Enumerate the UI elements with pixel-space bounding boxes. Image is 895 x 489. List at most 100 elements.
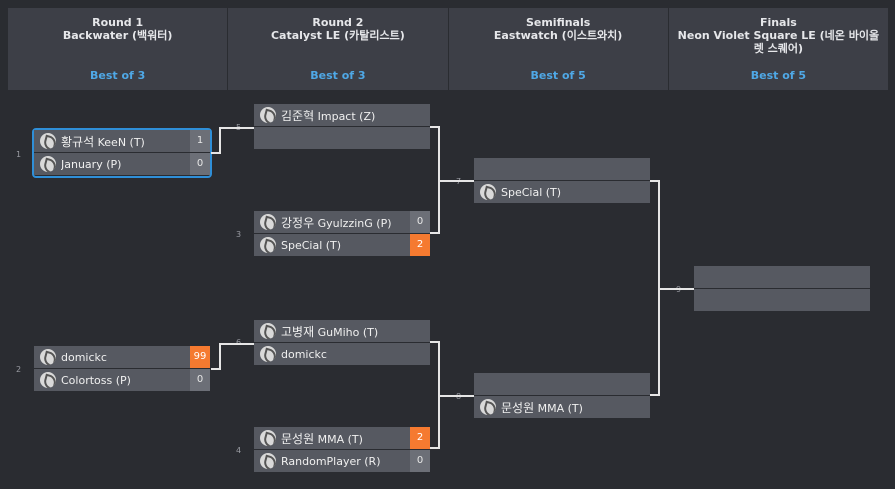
player-name: SpeCial (T) (501, 185, 562, 199)
race-icon (40, 349, 56, 365)
player-slot[interactable]: SpeCial (T) 2 (254, 234, 430, 256)
player-korean-name: 황규석 (61, 134, 95, 149)
round-title: Round 2 (312, 16, 364, 29)
round-best-of: Best of 5 (750, 69, 807, 82)
player-score: 0 (410, 450, 430, 472)
match-4[interactable]: 문성원 MMA (T) 2 RandomPlayer (R) 0 (254, 427, 430, 473)
round-title: Semifinals (525, 16, 591, 29)
bracket-connector (650, 180, 660, 396)
match-5[interactable]: 김준혁 Impact (Z) (254, 104, 430, 150)
empty-slot (694, 289, 870, 311)
player-slot[interactable]: 강정우 GyulzzinG (P) 0 (254, 211, 430, 233)
player-score: 1 (190, 130, 210, 152)
player-korean-name: 문성원 (281, 431, 315, 446)
player-name: GyulzzinG (P) (317, 216, 392, 230)
player-slot[interactable]: 김준혁 Impact (Z) (254, 104, 430, 126)
player-name: GuMiho (T) (317, 325, 379, 339)
match-3[interactable]: 강정우 GyulzzinG (P) 0 SpeCial (T) 2 (254, 211, 430, 257)
empty-slot (694, 266, 870, 288)
player-score: 2 (410, 427, 430, 449)
player-slot[interactable]: 문성원 MMA (T) 2 (254, 427, 430, 449)
player-score: 0 (410, 211, 430, 233)
player-score: 99 (190, 346, 210, 368)
bracket-connector (440, 395, 474, 397)
terran-race-icon (480, 184, 496, 200)
match-1[interactable]: 황규석 KeeN (T) 1 January (P) 0 (32, 128, 212, 178)
match-number: 1 (16, 150, 22, 159)
player-slot[interactable]: domickc (254, 343, 430, 365)
player-korean-name: 강정우 (281, 215, 315, 230)
round-1-header: Round 1 Backwater (백워터) Best of 3 (8, 8, 229, 90)
round-best-of: Best of 3 (310, 69, 366, 82)
player-slot[interactable]: domickc 99 (34, 346, 210, 368)
match-7[interactable]: SpeCial (T) (474, 158, 650, 204)
player-name: MMA (T) (317, 432, 363, 446)
bracket-connector (440, 180, 474, 182)
match-number: 4 (236, 446, 242, 455)
match-6[interactable]: 고병재 GuMiho (T) domickc (254, 320, 430, 366)
player-name: Impact (Z) (317, 109, 376, 123)
player-slot[interactable]: Colortoss (P) 0 (34, 369, 210, 391)
finals-header: Finals Neon Violet Square LE (네온 바이올렛 스퀘… (668, 8, 888, 90)
round-header: Round 1 Backwater (백워터) Best of 3 Round … (8, 8, 888, 90)
player-name: RandomPlayer (R) (281, 454, 381, 468)
match-number: 6 (236, 338, 242, 347)
round-map: Neon Violet Square LE (네온 바이올렛 스퀘어) (677, 29, 880, 55)
bracket-connector (211, 152, 221, 154)
empty-slot (254, 127, 430, 149)
race-icon (260, 346, 276, 362)
player-slot[interactable]: 황규석 KeeN (T) 1 (34, 130, 210, 152)
round-map: Eastwatch (이스트와치) (493, 29, 623, 42)
player-name: Colortoss (P) (61, 373, 131, 387)
empty-slot (474, 373, 650, 395)
protoss-race-icon (260, 214, 276, 230)
round-title: Finals (759, 16, 797, 29)
player-score: 0 (190, 153, 210, 175)
protoss-race-icon (40, 372, 56, 388)
player-name: SpeCial (T) (281, 238, 342, 252)
bracket-connector (430, 341, 440, 449)
terran-race-icon (260, 430, 276, 446)
bracket-connector (219, 127, 254, 129)
player-slot[interactable]: 문성원 MMA (T) (474, 396, 650, 418)
round-best-of: Best of 3 (89, 69, 146, 82)
protoss-race-icon (40, 156, 56, 172)
bracket-connector (219, 127, 221, 154)
bracket-connector (660, 288, 694, 290)
player-slot[interactable]: 고병재 GuMiho (T) (254, 320, 430, 342)
player-slot[interactable]: RandomPlayer (R) 0 (254, 450, 430, 472)
round-2-header: Round 2 Catalyst LE (카탈리스트) Best of 3 (228, 8, 449, 90)
bracket-connector (219, 343, 221, 370)
player-korean-name: 고병재 (281, 324, 315, 339)
player-name: MMA (T) (537, 401, 583, 415)
round-map: Catalyst LE (카탈리스트) (270, 29, 405, 42)
zerg-race-icon (260, 107, 276, 123)
bracket-connector (430, 126, 440, 234)
player-score: 0 (190, 369, 210, 391)
semifinals-header: Semifinals Eastwatch (이스트와치) Best of 5 (448, 8, 669, 90)
player-name: January (P) (61, 157, 122, 171)
player-korean-name: 문성원 (501, 400, 535, 415)
round-best-of: Best of 5 (530, 69, 586, 82)
round-title: Round 1 (92, 16, 144, 29)
match-number: 2 (16, 365, 22, 374)
bracket-connector (219, 343, 254, 345)
player-name: KeeN (T) (97, 135, 145, 149)
round-map: Backwater (백워터) (62, 29, 173, 42)
player-slot[interactable]: SpeCial (T) (474, 181, 650, 203)
terran-race-icon (260, 237, 276, 253)
match-9[interactable] (694, 266, 870, 312)
bracket-connector (211, 368, 221, 370)
player-score: 2 (410, 234, 430, 256)
match-number: 3 (236, 230, 242, 239)
terran-race-icon (480, 399, 496, 415)
match-2[interactable]: domickc 99 Colortoss (P) 0 (34, 346, 210, 392)
match-8[interactable]: 문성원 MMA (T) (474, 373, 650, 419)
terran-race-icon (40, 133, 56, 149)
player-name: domickc (281, 347, 327, 361)
player-name: domickc (61, 350, 107, 364)
random-race-icon (260, 453, 276, 469)
player-korean-name: 김준혁 (281, 108, 315, 123)
player-slot[interactable]: January (P) 0 (34, 153, 210, 175)
terran-race-icon (260, 323, 276, 339)
